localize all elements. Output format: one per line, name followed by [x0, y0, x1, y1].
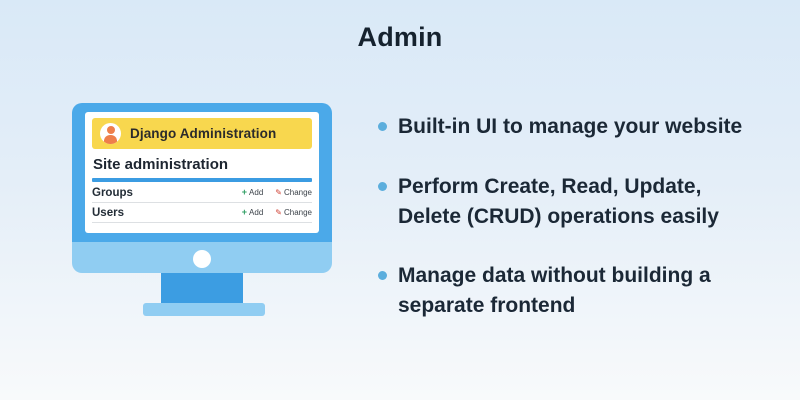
list-item: Built-in UI to manage your website [378, 112, 746, 142]
bullet-text: Perform Create, Read, Update, Delete (CR… [398, 174, 719, 228]
monitor-chin [72, 242, 332, 273]
table-row-users[interactable]: Users + Add ✎ Change [92, 203, 312, 223]
add-label: Add [249, 208, 264, 217]
add-icon: + [241, 207, 248, 217]
site-administration-heading: Site administration [93, 156, 229, 173]
bullet-text: Manage data without building a separate … [398, 264, 711, 318]
table-row-groups[interactable]: Groups + Add ✎ Change [92, 183, 312, 203]
change-link[interactable]: ✎ Change [275, 208, 312, 217]
list-item: Manage data without building a separate … [378, 261, 746, 321]
monitor-stand-neck [161, 273, 243, 304]
monitor-screen: Django Administration Site administratio… [85, 112, 319, 233]
page-title: Admin [357, 22, 443, 52]
section-divider-bar [92, 178, 312, 182]
row-label[interactable]: Users [92, 206, 124, 219]
avatar-icon [100, 123, 121, 144]
bullet-text: Built-in UI to manage your website [398, 115, 743, 138]
bullet-icon [378, 122, 387, 131]
monitor-frame: Django Administration Site administratio… [72, 103, 332, 242]
row-actions: + Add ✎ Change [241, 207, 312, 218]
admin-header-title: Django Administration [130, 126, 277, 141]
admin-header-bar: Django Administration [92, 118, 312, 149]
change-label: Change [283, 208, 312, 217]
add-label: Add [249, 188, 264, 197]
bullet-icon [378, 271, 387, 281]
monitor-stand-base [143, 303, 265, 316]
bullet-icon [378, 181, 387, 191]
row-actions: + Add ✎ Change [241, 187, 312, 198]
change-icon: ✎ [275, 187, 282, 197]
add-link[interactable]: + Add [241, 187, 264, 198]
add-icon: + [241, 187, 248, 197]
row-label[interactable]: Groups [92, 186, 133, 199]
change-icon: ✎ [275, 207, 282, 217]
change-label: Change [283, 188, 312, 197]
change-link[interactable]: ✎ Change [275, 188, 312, 197]
camera-icon [193, 250, 211, 268]
add-link[interactable]: + Add [241, 207, 264, 218]
feature-bullet-list: Built-in UI to manage your website Perfo… [378, 112, 746, 321]
list-item: Perform Create, Read, Update, Delete (CR… [378, 172, 746, 232]
